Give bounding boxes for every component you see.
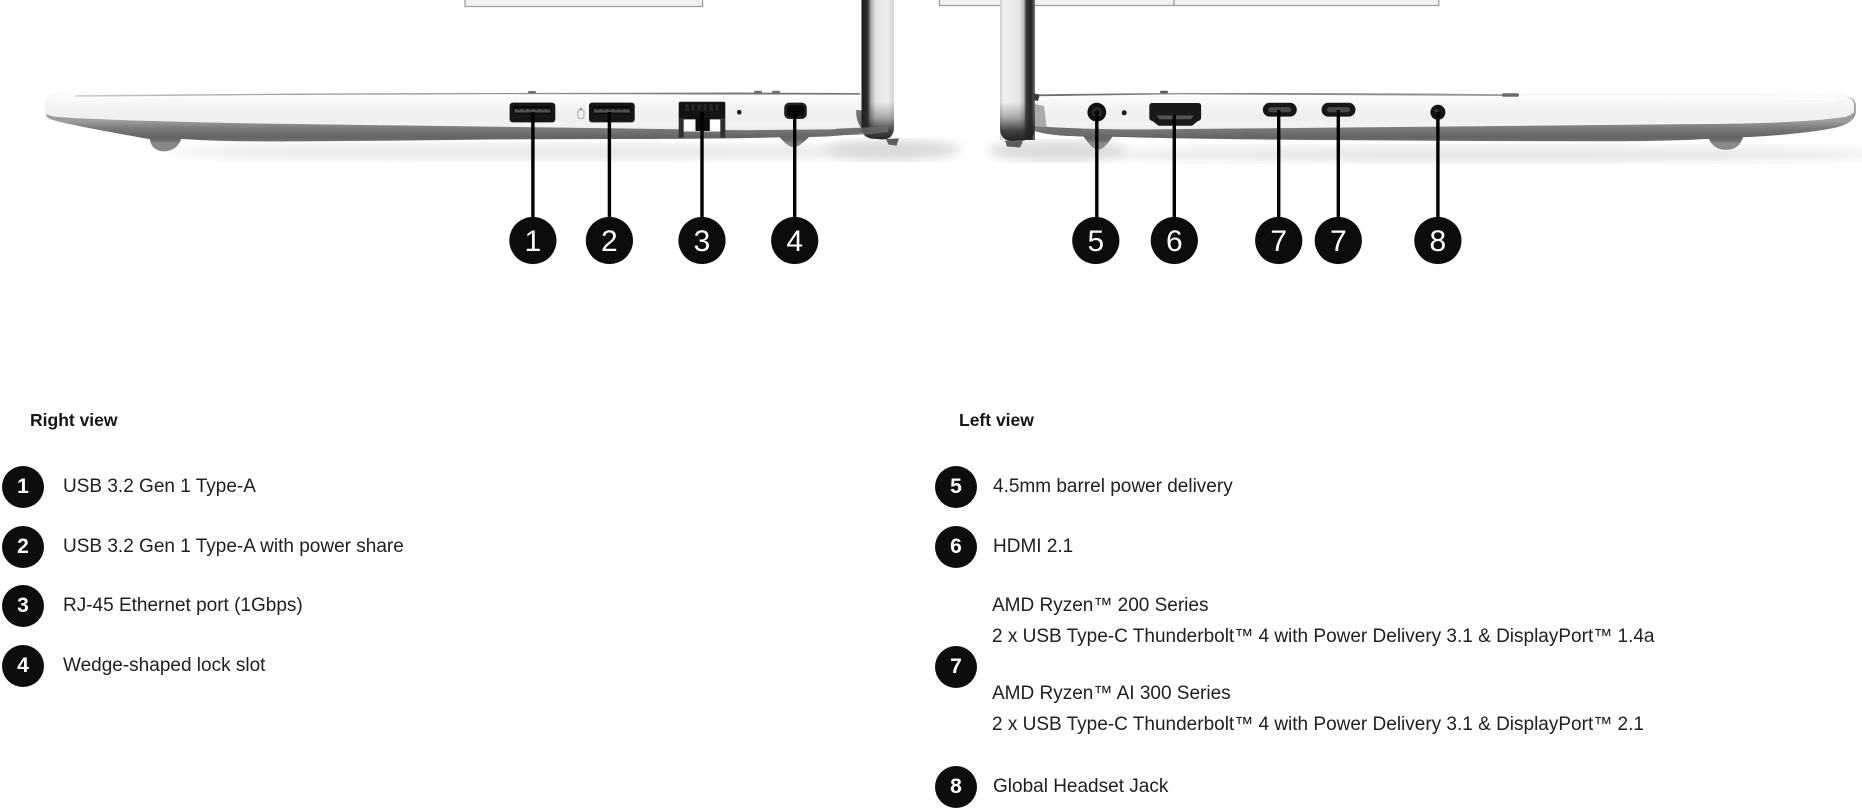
svg-text:3: 3: [694, 225, 711, 258]
svg-text:5: 5: [1087, 225, 1104, 258]
svg-text:6: 6: [1166, 225, 1183, 258]
svg-text:4: 4: [786, 225, 803, 258]
svg-text:1: 1: [525, 225, 542, 258]
svg-text:2: 2: [601, 225, 618, 258]
svg-text:7: 7: [1330, 225, 1347, 258]
svg-text:7: 7: [1270, 225, 1287, 258]
svg-text:8: 8: [1430, 225, 1447, 258]
